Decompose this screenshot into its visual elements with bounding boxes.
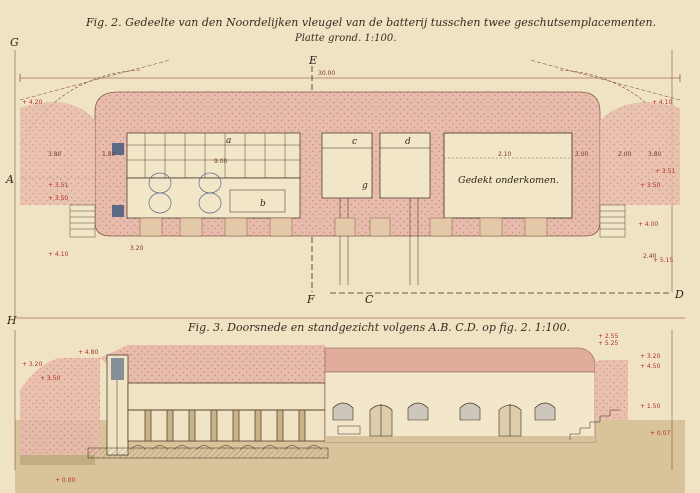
stairs-right — [599, 204, 626, 238]
level-sec-2: + 3.20 — [22, 361, 42, 368]
arc-right — [559, 69, 681, 146]
dim-3-80-right: 3.80 — [648, 151, 662, 158]
level-sec-7: + 4.50 — [640, 363, 660, 370]
dim-1-80: 1.80 — [102, 151, 116, 158]
elevation-doors — [369, 404, 522, 437]
room-label-b: b — [260, 199, 266, 209]
dim-3-80-left: 3.80 — [48, 151, 62, 158]
elevation-wall — [324, 371, 596, 443]
marker-C: C — [365, 293, 374, 306]
level-plan-6: + 3.50 — [640, 182, 660, 189]
dim-overall: 30.00 — [318, 70, 335, 77]
dim-shelter-r: 3.00 — [575, 151, 589, 158]
post-left-bot — [112, 205, 124, 217]
marker-H: H — [6, 314, 17, 327]
overall-dimension: 30.00 — [19, 70, 681, 82]
marker-A: A — [5, 173, 14, 186]
traverse-left — [20, 102, 95, 205]
beams-a — [127, 133, 300, 178]
level-sec-1: + 4.80 — [78, 349, 98, 356]
stairs-left — [69, 204, 96, 238]
room-label-c: c — [352, 137, 357, 147]
room-b — [126, 177, 301, 219]
level-plan-1: + 4.20 — [22, 99, 42, 106]
front-wall-blocks — [139, 217, 548, 237]
diag-right — [529, 59, 681, 101]
dim-2-00: 2.00 — [618, 151, 632, 158]
level-sec-10: + 0.00 — [55, 477, 75, 484]
level-sec-6: + 3.20 — [640, 353, 660, 360]
room-c — [321, 132, 373, 199]
arc-left — [19, 69, 141, 146]
level-sec-9: + 0.07 — [650, 430, 670, 437]
traverse-right — [600, 102, 680, 205]
level-plan-9: + 5.15 — [653, 257, 673, 264]
marker-F: F — [306, 293, 315, 306]
level-plan-8: + 3.51 — [655, 168, 675, 175]
vent-tower-top — [111, 358, 124, 380]
level-plan-4: + 4.10 — [48, 251, 68, 258]
level-sec-4: + 2.55 — [598, 333, 618, 340]
elevation-roof-earth — [324, 347, 596, 373]
room-d — [379, 132, 431, 199]
room-b-inner — [229, 189, 286, 213]
post-left-top — [112, 143, 124, 155]
diag-left — [19, 59, 171, 101]
section-earth-right — [595, 360, 628, 420]
gallery-frame — [127, 382, 326, 442]
foundation-band — [87, 447, 329, 459]
elevation-windows — [332, 402, 556, 421]
gallery-posts — [144, 409, 306, 442]
level-plan-7: + 4.00 — [638, 221, 658, 228]
section-earth-left — [20, 358, 100, 455]
level-plan-3: + 3.50 — [48, 195, 68, 202]
level-sec-8: + 1.50 — [640, 403, 660, 410]
level-plan-5: + 4.10 — [652, 99, 672, 106]
stairs-section-right — [569, 409, 620, 440]
fig3-title: Fig. 3. Doorsnede en standgezicht volgen… — [187, 321, 570, 334]
dim-9m: 9.00 — [214, 158, 228, 165]
dim-3-20: 3.20 — [130, 245, 144, 252]
marker-D: D — [674, 288, 684, 301]
dim-2-40: 2.40 — [643, 253, 657, 260]
shelter-room — [443, 132, 573, 219]
level-sec-5: + 5.25 — [598, 340, 618, 347]
room-label-a: a — [226, 136, 231, 146]
dim-shelter-w: 2.10 — [498, 151, 512, 158]
level-sec-3: + 3.50 — [40, 375, 60, 382]
fig2-subtitle: Platte grond. 1:100. — [294, 33, 396, 44]
marker-E: E — [308, 54, 317, 67]
gun-carriages — [148, 172, 222, 214]
level-plan-2: + 3.51 — [48, 182, 68, 189]
bench — [337, 425, 361, 435]
fig2-title: Fig. 2. Gedeelte van den Noordelijken vl… — [85, 16, 656, 29]
room-a — [126, 132, 301, 179]
section-earth-top — [100, 345, 325, 383]
room-label-d: d — [405, 137, 411, 147]
elevation-plinth — [325, 436, 595, 442]
room-label-g: g — [362, 181, 368, 191]
marker-G: G — [10, 36, 19, 49]
shelter-label: Gedekt onderkomen. — [458, 175, 559, 186]
